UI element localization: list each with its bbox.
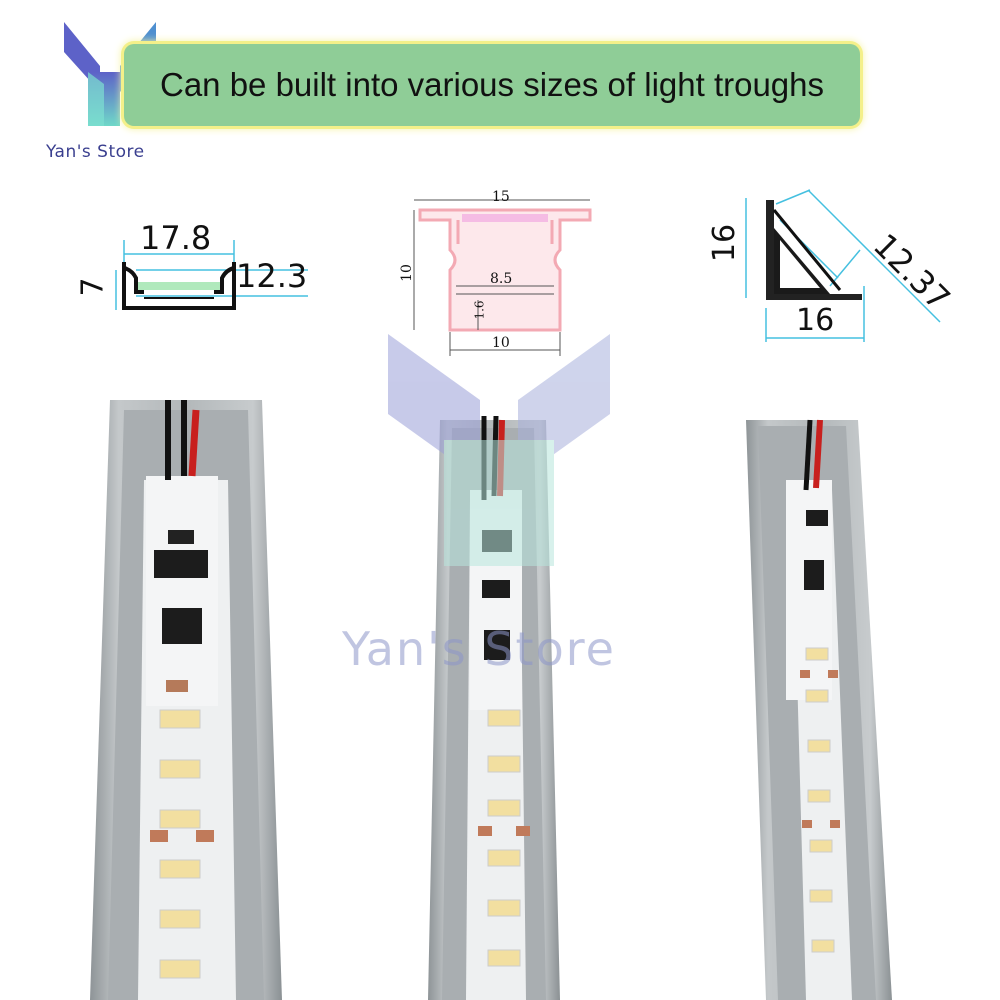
- watermark-text: Yan's Store: [342, 622, 616, 676]
- strip-photos: [90, 400, 892, 1000]
- profile-2-bottom-label: 10: [492, 335, 510, 351]
- profile-2-inner-label: 8.5: [490, 271, 513, 287]
- watermark-logo: [388, 334, 610, 566]
- profile-3-drawing: [745, 189, 941, 342]
- profile-1-inner-label: 12.3: [236, 257, 308, 295]
- store-name: Yan's Store: [46, 142, 145, 162]
- profile-3-height-label: 16: [707, 223, 743, 263]
- profile-2-drawing: [413, 199, 592, 356]
- profile-1-width-label: 17.8: [140, 219, 212, 257]
- banner-box: [124, 44, 860, 126]
- banner-title: Can be built into various sizes of light…: [159, 66, 825, 103]
- profile-2-lip-label: 1.6: [472, 300, 487, 320]
- profile-1-drawing: [115, 240, 308, 310]
- profile-1-height-label: 7: [75, 277, 111, 297]
- profile-3-width-label: 16: [796, 303, 835, 338]
- profile-2-height-label: 10: [398, 264, 415, 282]
- profile-2-top-label: 15: [492, 189, 510, 205]
